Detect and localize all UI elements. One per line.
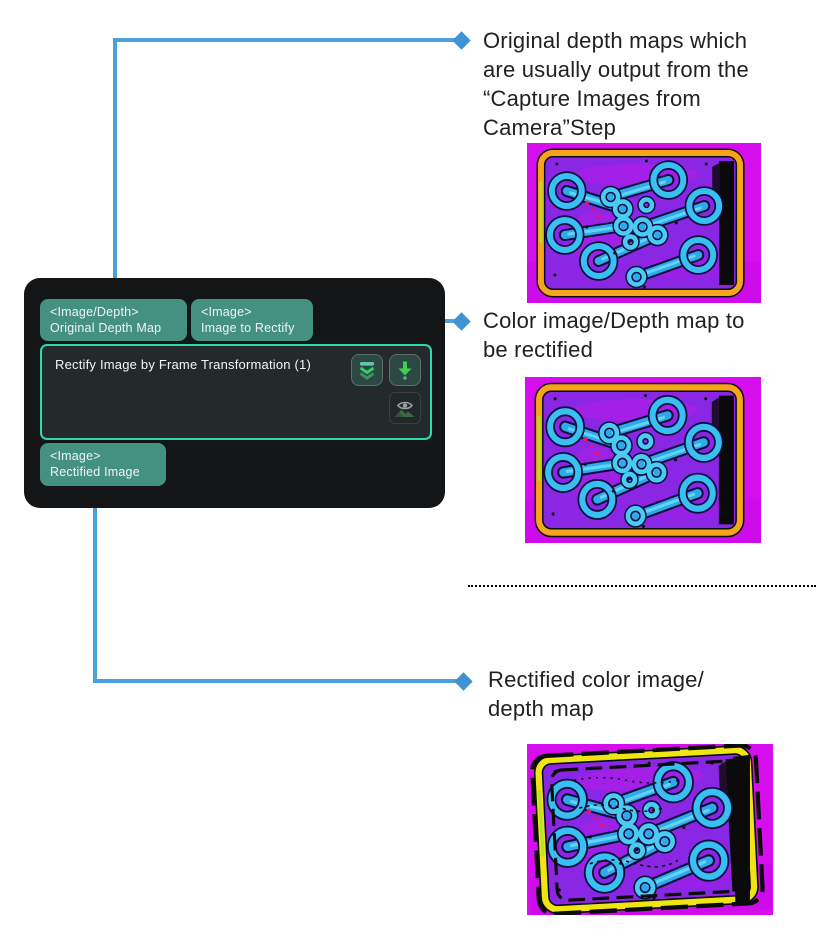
original-depth-map-image — [527, 143, 761, 303]
rectified-depth-map-image — [527, 744, 773, 915]
annotation-line: Original depth maps which — [483, 28, 748, 53]
connector-line-original-vertical — [113, 38, 117, 291]
port-type-label: <Image> — [201, 305, 252, 319]
port-name-label: Image to Rectify — [201, 321, 295, 335]
image-preview-eye-icon — [394, 401, 415, 417]
node-rectify-image-by-frame-transformation[interactable]: <Image/Depth> Original Depth Map <Image>… — [24, 278, 445, 508]
collapse-button[interactable] — [351, 354, 383, 386]
port-name-label: Original Depth Map — [50, 321, 162, 335]
connector-diamond-icon — [451, 311, 471, 331]
annotation-line: depth map — [488, 696, 594, 721]
node-title: Rectify Image by Frame Transformation (1… — [55, 357, 311, 372]
annotation-line: be rectified — [483, 337, 594, 362]
connector-diamond-icon — [451, 30, 471, 50]
annotation-line: are usually output from the — [483, 57, 749, 82]
separator-dotted-line — [468, 585, 816, 587]
port-name-label: Rectified Image — [50, 465, 140, 479]
input-port-image-to-rectify[interactable]: <Image> Image to Rectify — [191, 299, 313, 341]
double-chevron-down-icon — [359, 362, 375, 380]
annotation-line: Color image/Depth map to — [483, 308, 745, 333]
node-body[interactable]: Rectify Image by Frame Transformation (1… — [40, 344, 432, 440]
connector-line-original-horizontal — [113, 38, 463, 42]
download-button[interactable] — [389, 354, 421, 386]
port-type-label: <Image> — [50, 449, 101, 463]
annotation-image-to-rectify: Color image/Depth map to be rectified — [483, 306, 745, 364]
annotation-line: Rectified color image/ — [488, 667, 704, 692]
connector-line-rectified-vertical — [93, 494, 97, 683]
annotation-line: Camera”Step — [483, 115, 617, 140]
depth-map-to-rectify-image — [525, 377, 761, 543]
annotation-original-depth-maps: Original depth maps which are usually ou… — [483, 26, 749, 142]
annotation-rectified-output: Rectified color image/ depth map — [488, 665, 704, 723]
connector-diamond-icon — [453, 671, 473, 691]
port-type-label: <Image/Depth> — [50, 305, 139, 319]
input-port-original-depth-map[interactable]: <Image/Depth> Original Depth Map — [40, 299, 187, 341]
connector-line-rectified-horizontal — [93, 679, 465, 683]
download-arrow-icon — [398, 361, 412, 380]
image-preview-button[interactable] — [389, 392, 421, 424]
annotation-line: “Capture Images from — [483, 86, 701, 111]
output-port-rectified-image[interactable]: <Image> Rectified Image — [40, 443, 166, 486]
